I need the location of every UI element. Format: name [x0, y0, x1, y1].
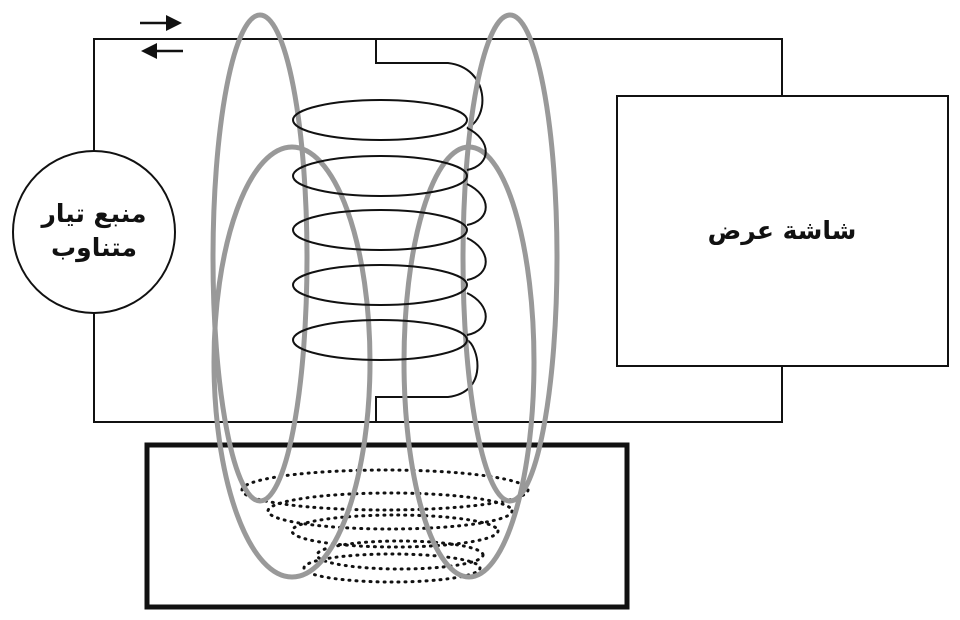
- coil-turn: [292, 264, 468, 306]
- field-line-inner-left: [211, 144, 373, 580]
- eddy-current-loop: [302, 552, 482, 584]
- ac-source-label-line1: منبع تيار: [39, 199, 146, 229]
- ac-source: منبع تيار متناوب: [12, 150, 176, 314]
- field-line-outer-left: [210, 12, 310, 504]
- coil-turn: [292, 209, 468, 251]
- arrow-left-icon: [141, 43, 183, 59]
- coil: [292, 99, 487, 361]
- display-screen-label: شاشة عرض: [708, 216, 857, 246]
- eddy-currents: [240, 468, 530, 584]
- coil-turn: [292, 155, 468, 197]
- coil-connector: [466, 127, 487, 336]
- ac-source-label-line2: متناوب: [51, 233, 137, 263]
- field-line-outer-right: [460, 12, 560, 504]
- current-direction-arrows: [140, 15, 183, 59]
- magnetic-field-lines: [210, 12, 560, 580]
- eddy-current-loop: [315, 539, 485, 571]
- eddy-current-loop: [266, 491, 514, 531]
- coil-turn: [292, 99, 468, 141]
- metal-sample: [144, 442, 630, 610]
- arrow-right-icon: [140, 15, 182, 31]
- coil-turn: [292, 319, 468, 361]
- eddy-current-loop: [290, 513, 500, 549]
- display-screen: شاشة عرض: [616, 95, 949, 367]
- eddy-current-loop: [240, 468, 530, 512]
- display-circuit-wire: [376, 38, 783, 423]
- field-line-inner-right: [401, 144, 537, 580]
